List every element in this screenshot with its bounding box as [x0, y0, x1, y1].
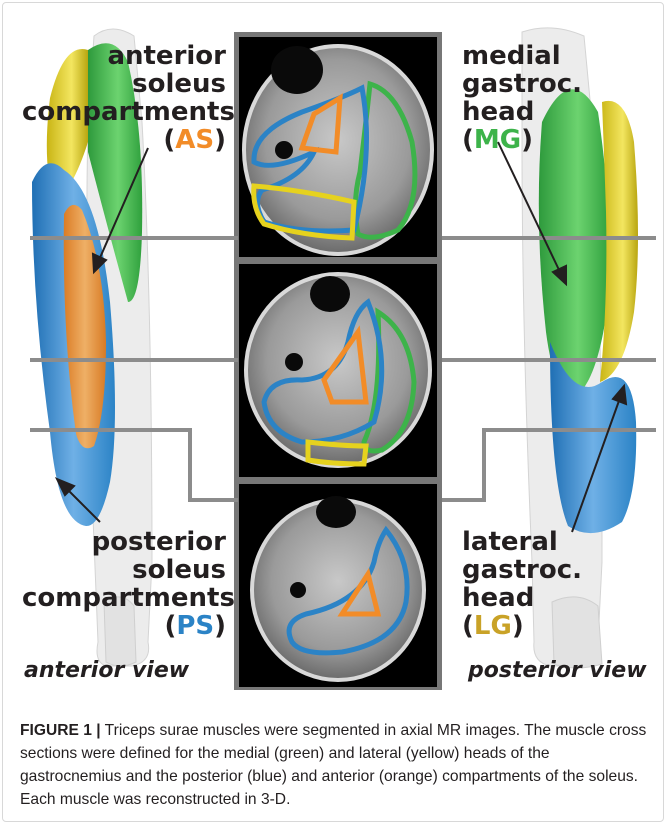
- posterior-soleus-label: posterior soleus compartments (PS): [22, 528, 226, 640]
- mg-abbr: (MG): [462, 126, 582, 154]
- as-line1: anterior: [22, 42, 226, 70]
- mri-slice-2: [239, 264, 437, 477]
- ps-line2: soleus: [22, 556, 226, 584]
- as-abbr-text: AS: [175, 125, 214, 155]
- lg-abbr-text: LG: [474, 611, 512, 641]
- lateral-gastroc-label: lateral gastroc. head (LG): [462, 528, 582, 640]
- lg-abbr: (LG): [462, 612, 582, 640]
- medial-gastroc-label: medial gastroc. head (MG): [462, 42, 582, 154]
- ps-line3: compartments: [22, 584, 226, 612]
- mri-slice-3: [239, 484, 437, 687]
- as-abbr: (AS): [22, 126, 226, 154]
- ps-line1: posterior: [22, 528, 226, 556]
- lg-line3: head: [462, 584, 582, 612]
- mg-abbr-text: MG: [474, 125, 521, 155]
- mg-line2: gastroc.: [462, 70, 582, 98]
- mg-line1: medial: [462, 42, 582, 70]
- as-line2: soleus: [22, 70, 226, 98]
- figure-number: FIGURE 1 |: [20, 722, 101, 739]
- lg-line1: lateral: [462, 528, 582, 556]
- mri-column: [234, 32, 442, 690]
- mg-line3: head: [462, 98, 582, 126]
- ps-abbr: (PS): [22, 612, 226, 640]
- anterior-soleus-label: anterior soleus compartments (AS): [22, 42, 226, 154]
- ps-abbr-text: PS: [176, 611, 214, 641]
- lg-line2: gastroc.: [462, 556, 582, 584]
- figure-caption: FIGURE 1 | Triceps surae muscles were se…: [20, 719, 650, 811]
- mri-slice-1: [239, 37, 437, 257]
- posterior-view-label: posterior view: [468, 658, 647, 683]
- anterior-view-label: anterior view: [24, 658, 189, 683]
- as-line3: compartments: [22, 98, 226, 126]
- figure-panel: anterior soleus compartments (AS) medial…: [2, 2, 666, 690]
- caption-text: Triceps surae muscles were segmented in …: [20, 722, 646, 808]
